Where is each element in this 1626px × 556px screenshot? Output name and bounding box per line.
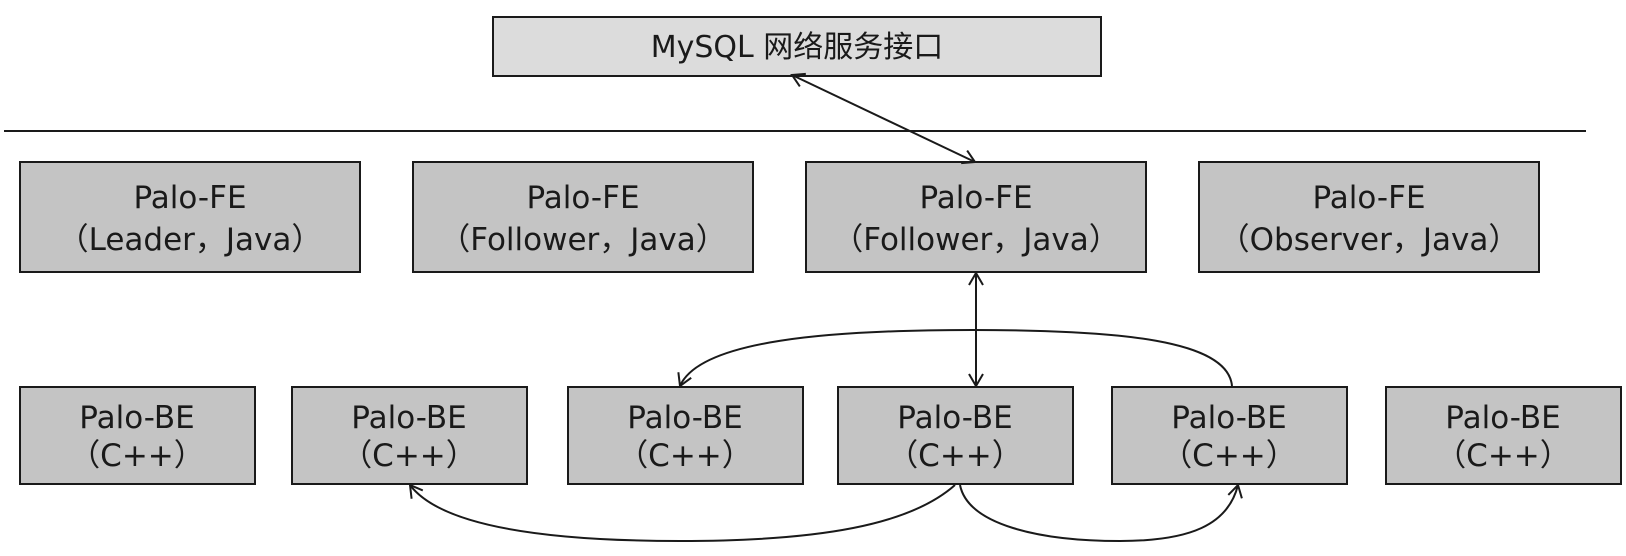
be-replication-arc-bottom-right — [959, 483, 1243, 543]
be-node-role: （C++） — [1435, 438, 1571, 474]
fe-node-leader: Palo-FE （Leader，Java） — [19, 161, 361, 273]
fe-node-role: （Leader，Java） — [58, 222, 323, 258]
fe-node-role: （Follower，Java） — [439, 222, 727, 258]
be-node-3: Palo-BE （C++） — [567, 386, 804, 485]
fe-node-role: （Follower，Java） — [832, 222, 1120, 258]
fe-node-name: Palo-FE — [1312, 180, 1425, 216]
be-node-5: Palo-BE （C++） — [1111, 386, 1348, 485]
be-node-name: Palo-BE — [351, 400, 466, 436]
fe-node-role: （Observer，Java） — [1219, 222, 1520, 258]
be-node-2: Palo-BE （C++） — [291, 386, 528, 485]
be-node-name: Palo-BE — [1171, 400, 1286, 436]
be-replication-arc-top — [677, 328, 1233, 388]
be-node-4: Palo-BE （C++） — [837, 386, 1074, 485]
fe-node-observer: Palo-FE （Observer，Java） — [1198, 161, 1540, 273]
fe-node-follower-1: Palo-FE （Follower，Java） — [412, 161, 754, 273]
be-node-6: Palo-BE （C++） — [1385, 386, 1622, 485]
be-node-name: Palo-BE — [79, 400, 194, 436]
be-replication-arc-bottom-left — [408, 483, 956, 543]
be-node-role: （C++） — [887, 438, 1023, 474]
be-node-1: Palo-BE （C++） — [19, 386, 256, 485]
be-node-role: （C++） — [341, 438, 477, 474]
mysql-interface-label: MySQL 网络服务接口 — [651, 30, 944, 65]
mysql-fe-connection-arrow — [790, 72, 977, 165]
fe-node-name: Palo-FE — [133, 180, 246, 216]
mysql-interface-box: MySQL 网络服务接口 — [492, 16, 1102, 77]
be-node-name: Palo-BE — [627, 400, 742, 436]
be-node-name: Palo-BE — [1445, 400, 1560, 436]
be-node-role: （C++） — [1161, 438, 1297, 474]
be-node-role: （C++） — [69, 438, 205, 474]
be-node-role: （C++） — [617, 438, 753, 474]
be-node-name: Palo-BE — [897, 400, 1012, 436]
fe-node-name: Palo-FE — [919, 180, 1032, 216]
fe-node-follower-2: Palo-FE （Follower，Java） — [805, 161, 1147, 273]
fe-node-name: Palo-FE — [526, 180, 639, 216]
